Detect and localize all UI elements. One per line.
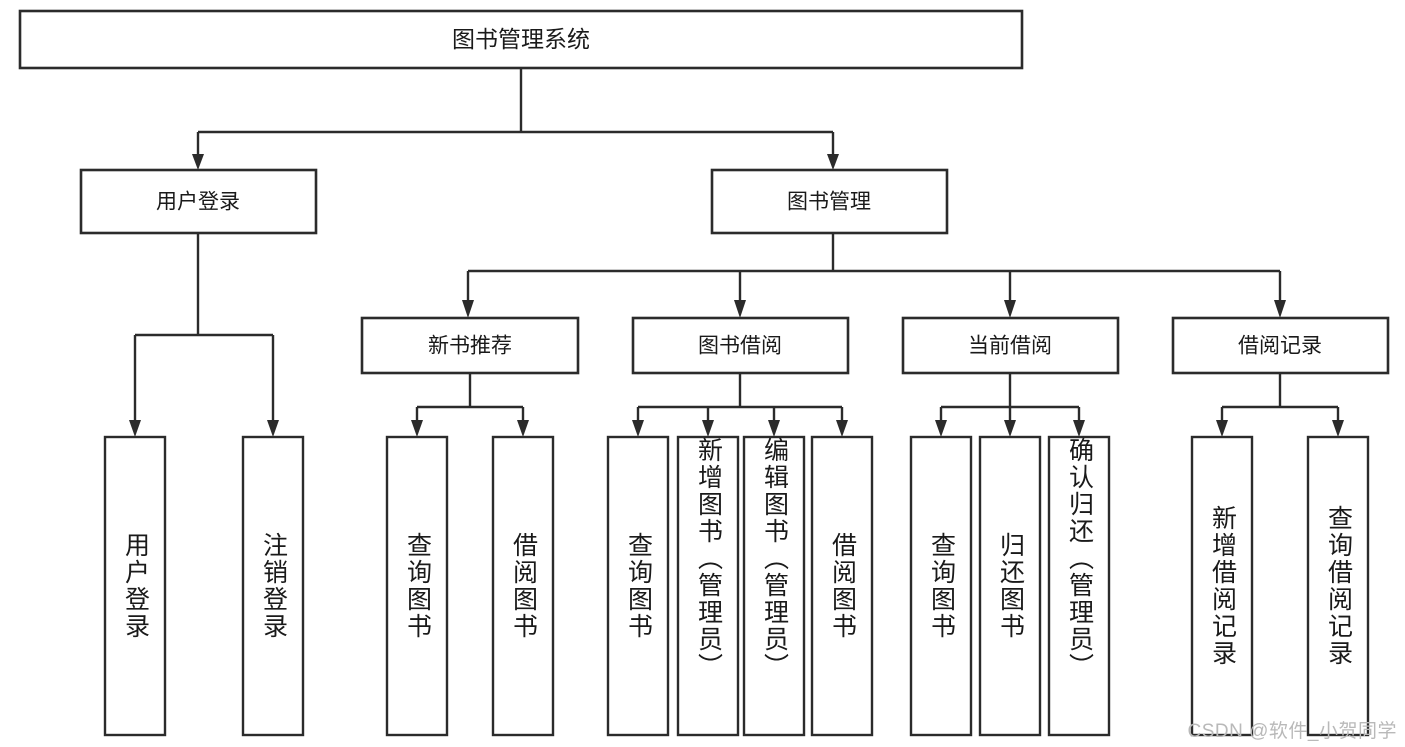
leaf-box-user-login-0[interactable]	[103, 435, 167, 737]
connector-new-book-to-leaves	[411, 373, 529, 437]
connector-borrow-records-to-leaves	[1216, 373, 1344, 437]
node-borrow-records[interactable]: 借阅记录	[1171, 316, 1390, 375]
connector-user-login-to-bus	[129, 233, 279, 437]
leaf-box-new-book-0[interactable]	[385, 435, 449, 737]
leaf-box-book-borrow-2[interactable]	[742, 435, 806, 737]
connector-bus-to-user-login	[192, 132, 204, 170]
leaf-box-book-borrow-3[interactable]	[810, 435, 874, 737]
leaf-box-borrow-records-1[interactable]	[1306, 435, 1370, 737]
csdn-watermark: CSDN @软件_小贺同学	[1187, 721, 1397, 742]
connector-book-borrow-to-leaves	[632, 373, 848, 437]
node-new-book-recommend-label: 新书推荐	[428, 335, 512, 358]
node-root[interactable]: 图书管理系统	[18, 9, 1024, 70]
leaf-box-book-borrow-0[interactable]	[606, 435, 670, 737]
node-book-manage[interactable]: 图书管理	[710, 168, 949, 235]
leaf-box-current-borrow-2[interactable]	[1047, 435, 1111, 737]
leaf-box-new-book-1[interactable]	[491, 435, 555, 737]
node-user-login[interactable]: 用户登录	[79, 168, 318, 235]
node-user-login-label: 用户登录	[156, 191, 240, 214]
node-borrow-records-label: 借阅记录	[1238, 335, 1322, 358]
node-current-borrow[interactable]: 当前借阅	[901, 316, 1120, 375]
leaf-box-user-login-1[interactable]	[241, 435, 305, 737]
connector-book-manage-to-bus	[462, 233, 1286, 318]
node-root-label: 图书管理系统	[452, 26, 590, 52]
connector-current-borrow-to-leaves	[935, 373, 1085, 437]
leaf-box-book-borrow-1[interactable]	[676, 435, 740, 737]
connector-bus-to-book-manage	[827, 132, 839, 170]
node-new-book-recommend[interactable]: 新书推荐	[360, 316, 580, 375]
node-current-borrow-label: 当前借阅	[968, 335, 1052, 358]
leaf-box-current-borrow-0[interactable]	[909, 435, 973, 737]
connector-root-to-bus	[198, 68, 833, 134]
node-book-borrow[interactable]: 图书借阅	[631, 316, 850, 375]
leaf-box-borrow-records-0[interactable]	[1190, 435, 1254, 737]
node-book-borrow-label: 图书借阅	[698, 335, 782, 358]
leaf-box-current-borrow-1[interactable]	[978, 435, 1042, 737]
node-book-manage-label: 图书管理	[787, 191, 871, 214]
